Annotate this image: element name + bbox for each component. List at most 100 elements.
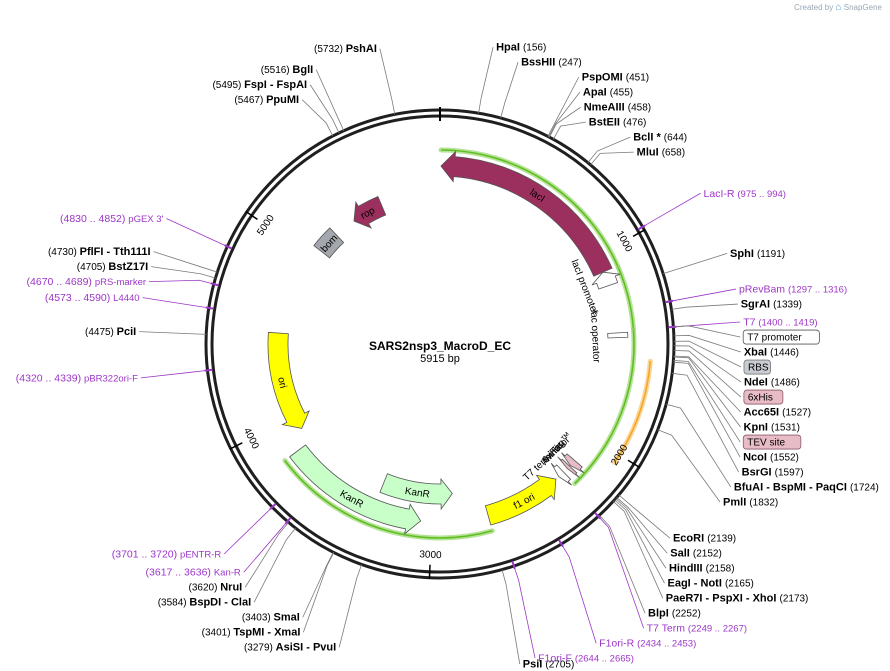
- primer-pgex-3[interactable]: (4830 .. 4852) pGEX 3': [60, 213, 233, 250]
- primer-t7-term[interactable]: T7 Term (2249 .. 2267): [594, 511, 747, 635]
- site-nmeaiii[interactable]: NmeAIII (458): [549, 102, 651, 138]
- primer-mark: [269, 502, 277, 510]
- site-bfuai-bspmi-paqci[interactable]: BfuAI - BspMI - PaqCI (1724): [666, 403, 879, 494]
- site-text: (3620) NruI: [189, 582, 243, 594]
- site-position: (1486): [771, 378, 800, 389]
- site-psii[interactable]: PsiI (2705): [501, 569, 574, 671]
- site-ecori[interactable]: EcoRI (2139): [618, 494, 736, 545]
- site-mlui[interactable]: MluI (658): [590, 147, 686, 166]
- site-sphi[interactable]: SphI (1191): [663, 248, 785, 274]
- site-ndei[interactable]: NdeI (1486): [673, 345, 800, 389]
- site-blpi[interactable]: BlpI (2252): [599, 515, 701, 620]
- site-paer7i-pspxi-xhoi[interactable]: PaeR7I - PspXI - XhoI (2173): [612, 501, 809, 605]
- feature-kanr[interactable]: KanR: [289, 444, 422, 535]
- site-tspmi-xmai[interactable]: (3401) TspMI - XmaI: [202, 552, 335, 639]
- site-apai[interactable]: ApaI (455): [548, 87, 633, 137]
- site-sali[interactable]: SalI (2152): [616, 497, 722, 560]
- primer-laci-r[interactable]: LacI-R (975 .. 994): [637, 188, 786, 231]
- site-bsshii[interactable]: BssHII (247): [500, 57, 582, 119]
- feature-laci[interactable]: lacI: [440, 150, 613, 277]
- feature-f1-ori[interactable]: f1 ori: [484, 474, 557, 526]
- site-text: SalI (2152): [670, 548, 722, 560]
- feature-ori[interactable]: ori: [267, 331, 310, 429]
- site-name: EagI - NotI: [668, 578, 725, 590]
- site-pcii[interactable]: (4475) PciI: [85, 326, 207, 338]
- primer-kan-r[interactable]: (3617 .. 3636) Kan-R: [146, 516, 292, 579]
- site-text: Acc65I (1527): [744, 407, 811, 419]
- site-text: (4475) PciI: [85, 326, 136, 338]
- leader-line: [587, 136, 631, 163]
- leader-line: [302, 552, 334, 618]
- leader-line: [673, 360, 741, 443]
- primer-mark: [284, 516, 292, 525]
- site-bsrgi[interactable]: BsrGI (1597): [672, 372, 804, 479]
- primer-range: (2249 .. 2267): [688, 624, 747, 635]
- site-pshai[interactable]: (5732) PshAI: [314, 43, 396, 115]
- marker-tev-site[interactable]: TEV site: [673, 360, 802, 450]
- feature-bom[interactable]: bom: [313, 227, 345, 259]
- site-bcli[interactable]: BclI * (644): [587, 132, 687, 163]
- site-hpai[interactable]: HpaI (156): [478, 42, 547, 114]
- site-pmli[interactable]: PmlI (1832): [657, 429, 779, 509]
- feature-shape: [557, 456, 580, 478]
- site-name: BssHII: [521, 57, 558, 69]
- primer-text: LacI-R (975 .. 994): [704, 188, 786, 200]
- leader-line: [618, 494, 671, 539]
- site-position: (4730): [48, 247, 80, 258]
- primer-prs-marker[interactable]: (4670 .. 4689) pRS-marker: [27, 276, 219, 288]
- site-ncoi[interactable]: NcoI (1552): [673, 361, 799, 464]
- site-bsteii[interactable]: BstEII (476): [552, 117, 646, 140]
- site-bstz17i[interactable]: (4705) BstZ17I: [77, 261, 216, 279]
- site-text: (5732) PshAI: [314, 43, 377, 55]
- site-hindiii[interactable]: HindIII (2158): [615, 498, 735, 575]
- primer-pentr-r[interactable]: (3701 .. 3720) pENTR-R: [112, 502, 277, 561]
- site-name: SgrAI: [741, 299, 773, 311]
- primer-range: pBR322ori-F: [84, 373, 138, 384]
- site-eagi-noti[interactable]: EagI - NotI (2165): [614, 499, 754, 590]
- feature-kanr[interactable]: KanR: [379, 473, 453, 511]
- primer-name: (3617 .. 3636): [146, 567, 214, 579]
- primer-range: Kan-R: [214, 568, 241, 579]
- plasmid-name: SARS2nsp3_MacroD_EC: [369, 339, 511, 353]
- site-acc65i[interactable]: Acc65I (1527): [673, 355, 811, 419]
- marker-label: 6xHis: [748, 393, 773, 404]
- primer-text: (4670 .. 4689) pRS-marker: [27, 276, 147, 288]
- site-nrui[interactable]: (3620) NruI: [189, 522, 289, 594]
- site-sgrai[interactable]: SgrAI (1339): [671, 299, 802, 311]
- site-xbai[interactable]: XbaI (1446): [673, 334, 799, 359]
- tick-label-4000: 4000: [241, 426, 261, 451]
- primer-pbr322ori-f[interactable]: (4320 .. 4339) pBR322ori-F: [16, 368, 213, 385]
- site-name: AsiSI - PvuI: [276, 642, 337, 654]
- site-pspomi[interactable]: PspOMI (451): [547, 72, 649, 137]
- marker-6xhis[interactable]: 6xHis: [673, 350, 784, 405]
- marker-rbs[interactable]: RBS: [673, 340, 771, 375]
- site-text: PaeR7I - PspXI - XhoI (2173): [666, 593, 809, 605]
- site-bspdi-clai[interactable]: (3584) BspDI - ClaI: [158, 527, 296, 609]
- site-ppumi[interactable]: (5467) PpuMI: [234, 94, 334, 137]
- primer-l4440[interactable]: (4573 .. 4590) L4440: [45, 292, 214, 310]
- site-fspi-fspai[interactable]: (5495) FspI - FspAI: [212, 79, 340, 134]
- feature-shape: [607, 331, 629, 339]
- feature-shape: [313, 227, 345, 259]
- primer-f1ori-r[interactable]: F1ori-R (2434 .. 2453): [557, 539, 696, 650]
- site-text: SphI (1191): [730, 248, 785, 260]
- site-asisi-pvui[interactable]: (3279) AsiSI - PvuI: [244, 564, 363, 654]
- primer-name: pRevBam: [739, 284, 788, 296]
- feature-lac-operator[interactable]: lac operator: [588, 310, 629, 364]
- site-text: BsrGI (1597): [742, 467, 804, 479]
- primer-f1ori-f[interactable]: F1ori-F (2644 .. 2665): [511, 560, 634, 665]
- site-kpni[interactable]: KpnI (1531): [673, 356, 800, 434]
- site-text: EagI - NotI (2165): [668, 578, 754, 590]
- feature-avitag[interactable]: AviTag™: [539, 430, 585, 474]
- tick-label-5000: 5000: [255, 213, 277, 238]
- site-position: (3279): [244, 643, 276, 654]
- highlight-arc-line: [613, 361, 652, 463]
- primer-prevbam[interactable]: pRevBam (1297 .. 1316): [664, 284, 847, 304]
- site-bgli[interactable]: (5516) BglI: [261, 64, 345, 131]
- site-pflfi-tth111i[interactable]: (4730) PflFI - Tth111I: [48, 246, 218, 273]
- feature-rop[interactable]: rop: [353, 196, 387, 229]
- marker-t7-promoter[interactable]: T7 promoter: [673, 325, 820, 345]
- site-smai[interactable]: (3403) SmaI: [242, 552, 334, 624]
- tick-mark-3000: [428, 564, 431, 579]
- site-position: (2705): [545, 660, 574, 671]
